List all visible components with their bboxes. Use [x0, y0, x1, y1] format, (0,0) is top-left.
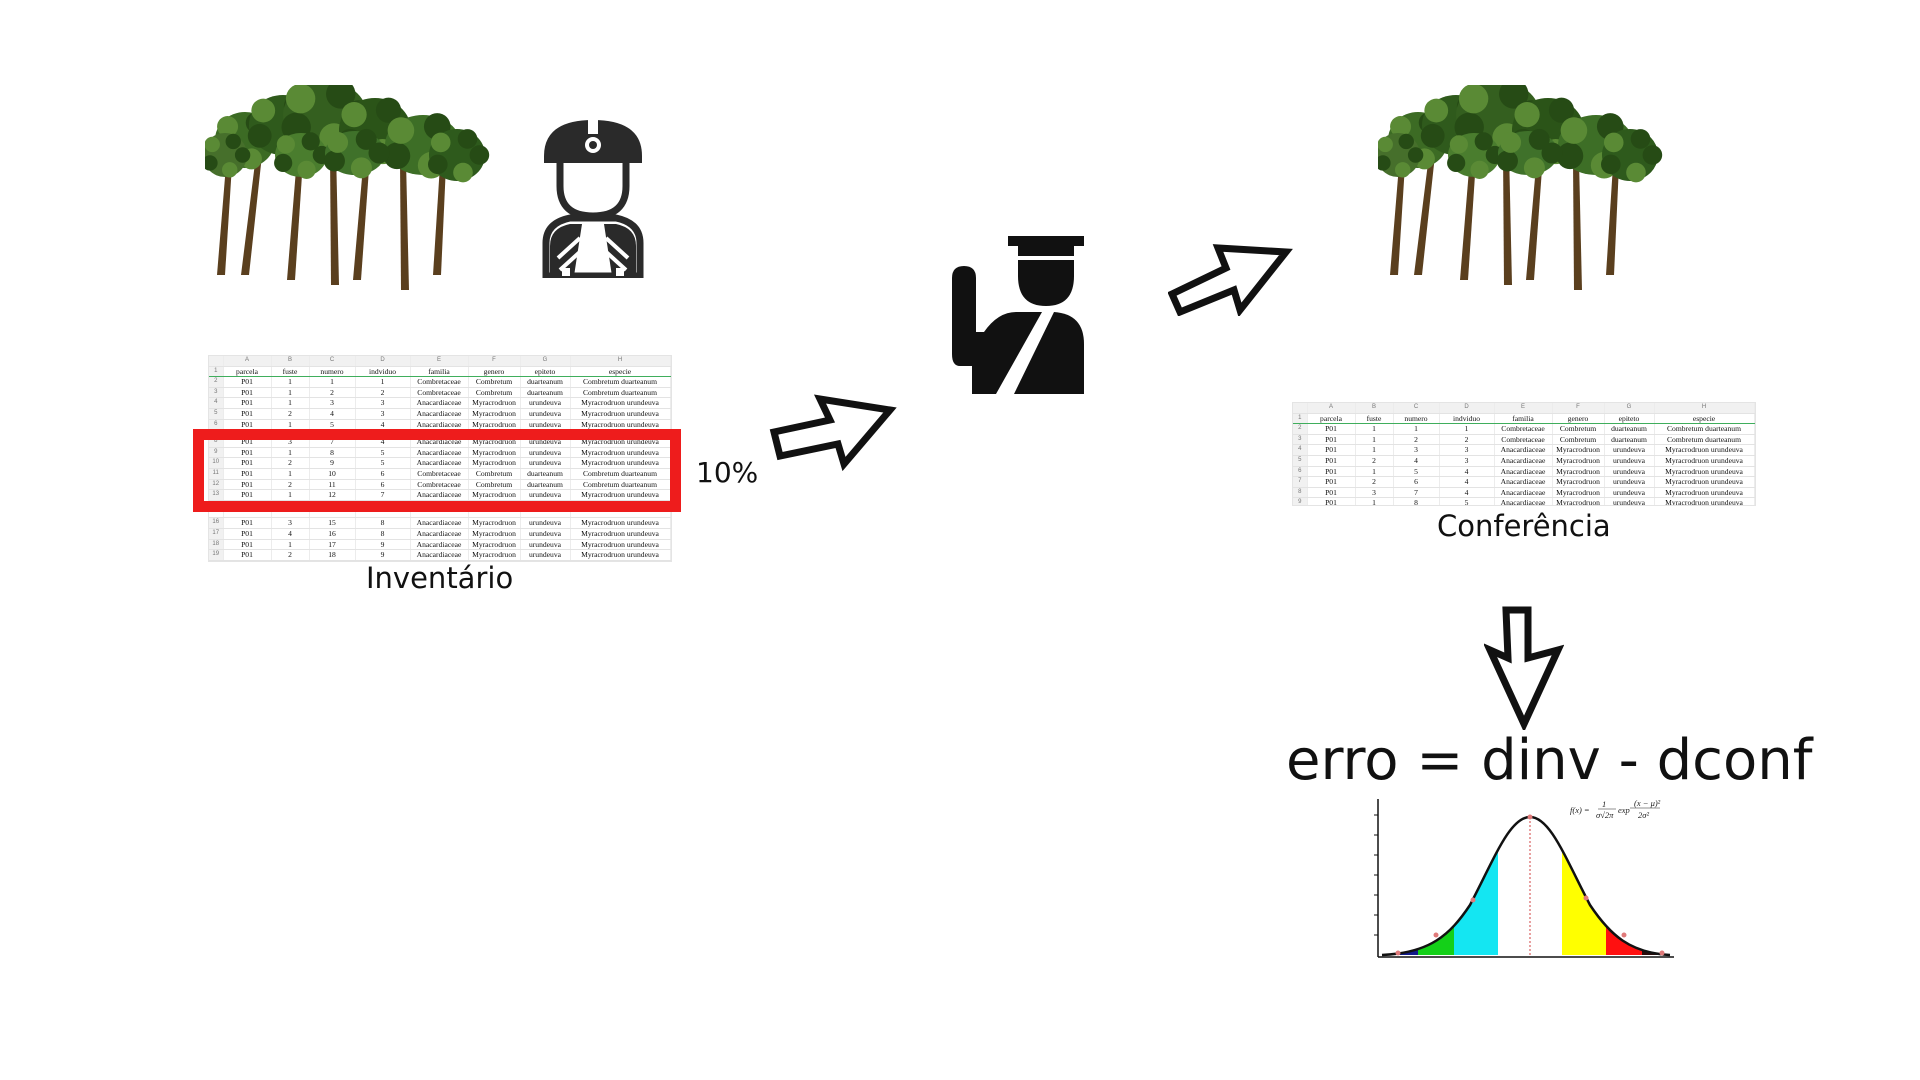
- column-header: fuste: [271, 366, 310, 378]
- column-header: fuste: [1355, 413, 1394, 425]
- arrow-down-icon: [1484, 606, 1564, 730]
- inspector-officer-icon: [952, 236, 1084, 394]
- svg-text:(x − μ)²: (x − μ)²: [1634, 798, 1661, 808]
- column-header: genero: [1552, 413, 1605, 425]
- column-letter: F: [1552, 403, 1605, 414]
- sample-selection-box: [193, 429, 681, 512]
- sample-percent-label: 10%: [696, 456, 759, 489]
- column-letter: A: [223, 356, 272, 367]
- trees-icon-left: [205, 85, 490, 290]
- column-header: genero: [468, 366, 521, 378]
- column-letter: G: [1604, 403, 1655, 414]
- distribution-formula: f(x) = 1 σ√2π exp (x − μ)² 2σ²: [1570, 798, 1661, 820]
- column-header: epiteto: [520, 366, 571, 378]
- conferencia-label: Conferência: [1437, 509, 1611, 543]
- svg-text:2σ²: 2σ²: [1638, 810, 1649, 820]
- column-letter: F: [468, 356, 521, 367]
- column-header: especie: [1654, 413, 1755, 425]
- column-letter: G: [520, 356, 571, 367]
- column-letter: D: [1439, 403, 1495, 414]
- column-header: familia: [1494, 413, 1553, 425]
- column-header: indviduo: [355, 366, 411, 378]
- inventario-label: Inventário: [366, 561, 514, 595]
- column-letter: D: [355, 356, 411, 367]
- svg-text:σ√2π: σ√2π: [1596, 810, 1614, 820]
- arrow-right-icon-2: [1168, 244, 1293, 316]
- column-letter: C: [309, 356, 356, 367]
- column-header: parcela: [1307, 413, 1356, 425]
- arrow-right-icon: [769, 394, 897, 472]
- trees-icon-right: [1378, 85, 1663, 290]
- svg-text:f(x) =: f(x) =: [1570, 805, 1590, 815]
- error-formula: erro = dinv - dconf: [1286, 728, 1813, 793]
- column-letter: C: [1393, 403, 1440, 414]
- column-header: numero: [1393, 413, 1440, 425]
- normal-distribution-chart: f(x) = 1 σ√2π exp (x − μ)² 2σ²: [1374, 798, 1674, 958]
- column-letter: A: [1307, 403, 1356, 414]
- column-header: familia: [410, 366, 469, 378]
- column-header: numero: [309, 366, 356, 378]
- column-header: indviduo: [1439, 413, 1495, 425]
- column-letter: E: [1494, 403, 1553, 414]
- worker-helmet-icon: [542, 120, 644, 278]
- column-letter: H: [1654, 403, 1755, 414]
- column-letter: H: [570, 356, 671, 367]
- svg-text:exp: exp: [1618, 805, 1630, 815]
- column-letter: B: [271, 356, 310, 367]
- column-header: parcela: [223, 366, 272, 378]
- column-header: epiteto: [1604, 413, 1655, 425]
- column-letter: B: [1355, 403, 1394, 414]
- svg-text:1: 1: [1602, 799, 1606, 809]
- column-letter: E: [410, 356, 469, 367]
- column-header: especie: [570, 366, 671, 378]
